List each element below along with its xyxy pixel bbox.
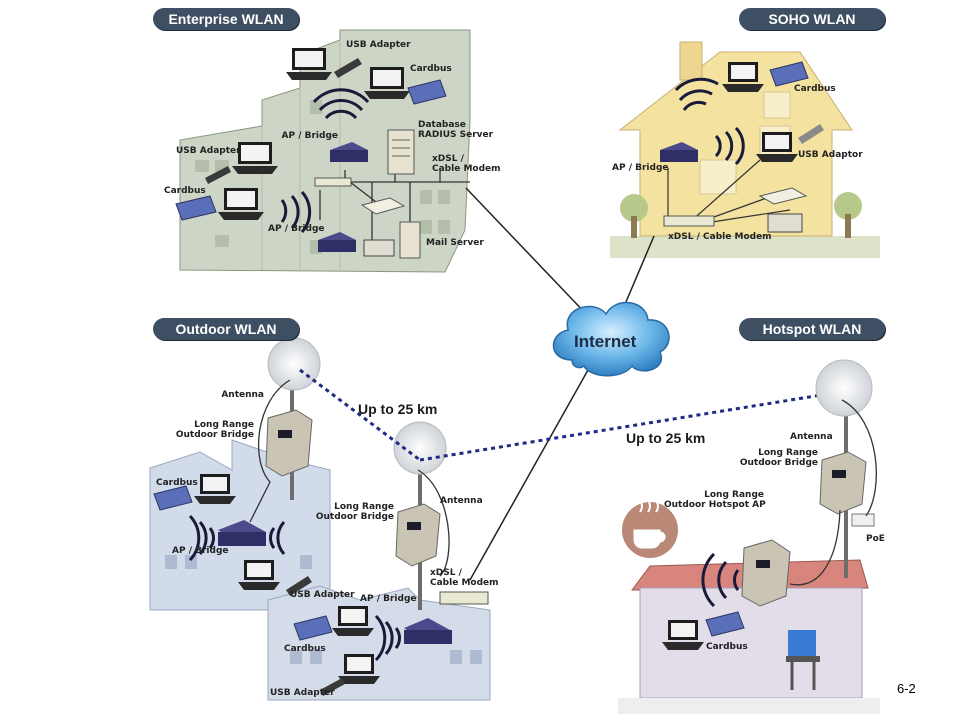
label-long-range-bridge: Long Range Outdoor Bridge	[739, 448, 818, 468]
label-usb-adaptor: USB Adaptor	[798, 150, 863, 160]
hotspot-scene	[618, 359, 880, 714]
outdoor-dish-left	[267, 337, 321, 391]
section-title-soho: SOHO WLAN	[739, 8, 885, 30]
label-usb-adapter: USB Adapter	[176, 146, 241, 156]
outdoor-scene	[149, 337, 491, 701]
label-long-range-bridge: Long Range Outdoor Bridge	[315, 502, 394, 522]
soho-cardbus-icon	[769, 61, 809, 87]
outdoor-dish-mid	[393, 421, 447, 475]
outdoor-bridge-mid	[395, 503, 441, 567]
label-long-range-hotspot-ap: Long Range Outdoor Hotspot AP	[664, 490, 766, 510]
section-title-hotspot: Hotspot WLAN	[739, 318, 885, 340]
label-usb-adapter: USB Adapter	[290, 590, 355, 600]
hotspot-ap	[741, 539, 791, 607]
outdoor-cardbus-icons	[153, 485, 333, 641]
hotspot-bridge	[819, 451, 867, 515]
soho-modem-icon	[663, 215, 715, 227]
label-database-server: Database RADIUS Server	[418, 120, 494, 140]
poe-injector-icon	[851, 513, 875, 527]
label-ap-bridge: AP / Bridge	[281, 131, 339, 141]
soho-printer-icon	[767, 213, 803, 233]
outdoor-bridge-left	[265, 409, 313, 477]
hotspot-table-icon	[786, 630, 820, 690]
outdoor-wifi-waves	[188, 514, 401, 662]
label-cardbus: Cardbus	[284, 644, 326, 654]
label-long-range-bridge: Long Range Outdoor Bridge	[175, 420, 254, 440]
soho-chimney	[679, 41, 703, 81]
label-antenna: Antenna	[440, 496, 483, 506]
label-antenna: Antenna	[221, 390, 264, 400]
hotspot-ground	[618, 698, 880, 714]
label-cardbus: Cardbus	[164, 186, 206, 196]
soho-wifi-waves	[674, 77, 745, 166]
enterprise-usb-icons	[205, 58, 362, 184]
hotspot-dish	[815, 359, 873, 417]
internet-label: Internet	[574, 332, 637, 351]
page-number: 6-2	[897, 681, 916, 696]
soho-ap-icon	[660, 142, 698, 162]
p2p-links	[299, 368, 841, 462]
enterprise-scene	[175, 29, 471, 273]
section-title-outdoor: Outdoor WLAN	[153, 318, 299, 340]
label-usb-adapter: USB Adapter	[346, 40, 411, 50]
enterprise-scanner-icon	[360, 197, 406, 215]
hotspot-cardbus-icon	[705, 611, 745, 637]
soho-laptop-icons	[722, 62, 798, 162]
mail-server-icon	[399, 221, 421, 259]
label-mail-server: Mail Server	[426, 238, 484, 248]
enterprise-laptop-icons	[218, 48, 410, 220]
outdoor-ap-left	[218, 520, 266, 546]
enterprise-hub	[314, 177, 352, 187]
soho-lan-lines	[667, 159, 791, 223]
label-usb-adapter: USB Adapter	[270, 688, 335, 698]
label-ap-bridge: AP / Bridge	[268, 224, 325, 234]
hotspot-laptop-icon	[662, 620, 704, 650]
database-server-icon	[387, 129, 415, 175]
label-xdsl-modem: xDSL / Cable Modem	[432, 154, 501, 174]
label-ap-bridge: AP / Bridge	[360, 594, 417, 604]
soho-trees	[620, 192, 862, 238]
soho-usb-icon	[798, 124, 824, 144]
section-title-enterprise: Enterprise WLAN	[153, 8, 299, 30]
label-range-25km: Up to 25 km	[358, 401, 438, 417]
label-antenna: Antenna	[790, 432, 833, 442]
label-cardbus: Cardbus	[410, 64, 452, 74]
outdoor-ap-mid	[404, 618, 452, 644]
outdoor-laptop-icons	[194, 474, 380, 684]
soho-scene	[610, 41, 880, 258]
enterprise-wifi-waves	[280, 88, 370, 233]
hotspot-wifi-waves	[701, 552, 740, 608]
label-ap-bridge: AP / Bridge	[612, 163, 669, 173]
outdoor-usb-icons	[286, 576, 345, 696]
enterprise-printer-icon	[363, 239, 395, 257]
label-xdsl-modem: xDSL / Cable Modem	[430, 568, 499, 588]
label-cardbus: Cardbus	[706, 642, 748, 652]
soho-scanner-icon	[758, 187, 808, 205]
label-ap-bridge: AP / Bridge	[172, 546, 229, 556]
internet-cloud	[552, 301, 670, 377]
enterprise-cardbus-icons	[175, 79, 447, 221]
enterprise-ap-top	[330, 142, 368, 162]
outdoor-building-right	[267, 585, 491, 701]
label-cardbus: Cardbus	[156, 478, 198, 488]
outdoor-modem-icon	[439, 591, 489, 605]
label-xdsl-modem: xDSL / Cable Modem	[668, 232, 772, 242]
label-cardbus: Cardbus	[794, 84, 836, 94]
label-poe: PoE	[866, 534, 885, 544]
enterprise-ap-bottom	[318, 232, 356, 252]
label-range-25km: Up to 25 km	[626, 430, 706, 446]
